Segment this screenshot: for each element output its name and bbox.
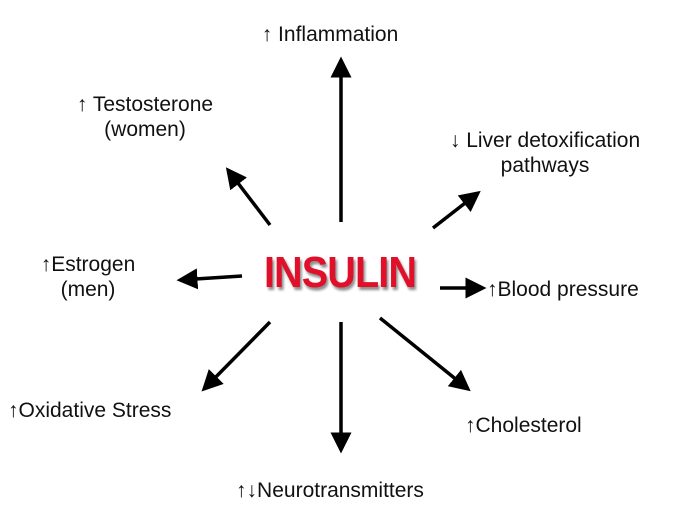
- label-estrogen: ↑Estrogen (men): [8, 252, 168, 302]
- label-cholesterol: ↑Cholesterol: [465, 413, 625, 438]
- label-line: ↑ Inflammation: [261, 23, 399, 46]
- label-inflammation: ↑ Inflammation: [240, 22, 420, 47]
- label-line: ↑Cholesterol: [465, 414, 582, 437]
- arrow-upper-right: [431, 190, 481, 230]
- label-line: ↑Estrogen: [40, 253, 136, 276]
- arrow-lower-right: [378, 316, 471, 392]
- label-liver: ↓ Liver detoxification pathways: [420, 128, 670, 178]
- label-line: ↓ Liver detoxification: [449, 129, 641, 152]
- label-line: ↑↓Neurotransmitters: [236, 479, 424, 502]
- arrow-upper-left: [225, 167, 272, 227]
- label-line: pathways: [500, 154, 590, 177]
- insulin-label: INSULIN: [263, 248, 417, 297]
- arrow-lower-left: [201, 320, 272, 392]
- label-line: ↑Blood pressure: [487, 278, 639, 301]
- label-oxidative-stress: ↑Oxidative Stress: [8, 398, 228, 423]
- label-line: ↑Oxidative Stress: [8, 399, 172, 422]
- label-blood-pressure: ↑Blood pressure: [487, 277, 687, 302]
- label-testosterone: ↑ Testosterone (women): [55, 92, 235, 142]
- label-line: ↑ Testosterone: [76, 93, 214, 116]
- label-line: (men): [60, 278, 116, 301]
- arrow-left: [176, 268, 243, 290]
- label-line: (women): [104, 118, 186, 141]
- label-neurotransmitters: ↑↓Neurotransmitters: [205, 478, 455, 503]
